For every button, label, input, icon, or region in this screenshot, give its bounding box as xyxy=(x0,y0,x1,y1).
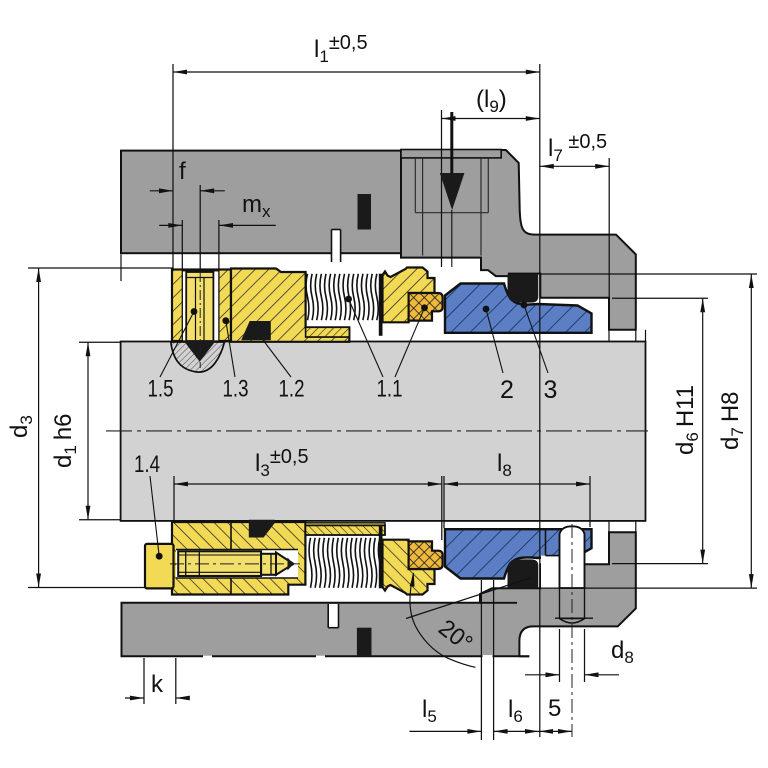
svg-text:d8: d8 xyxy=(611,637,634,667)
svg-text:d3: d3 xyxy=(6,415,36,438)
svg-text:1.2: 1.2 xyxy=(279,376,305,403)
svg-text:1.5: 1.5 xyxy=(148,376,174,403)
svg-text:d7H8: d7H8 xyxy=(717,391,747,450)
svg-text:l5: l5 xyxy=(422,696,437,726)
svg-text:f: f xyxy=(179,158,186,185)
svg-text:5: 5 xyxy=(548,695,561,722)
svg-text:1.1: 1.1 xyxy=(377,376,403,403)
svg-text:(l9): (l9) xyxy=(476,86,507,116)
svg-text:1.3: 1.3 xyxy=(223,376,249,403)
svg-text:l7 ±0,5: l7 ±0,5 xyxy=(548,131,607,165)
svg-text:3: 3 xyxy=(544,376,558,404)
svg-text:d1h6: d1h6 xyxy=(50,413,80,468)
svg-text:l6: l6 xyxy=(508,696,523,726)
svg-text:l1±0,5: l1±0,5 xyxy=(314,32,368,66)
svg-text:k: k xyxy=(151,671,164,698)
svg-text:d6H11: d6H11 xyxy=(672,385,702,455)
svg-text:1.4: 1.4 xyxy=(134,451,160,478)
svg-text:2: 2 xyxy=(500,376,514,404)
